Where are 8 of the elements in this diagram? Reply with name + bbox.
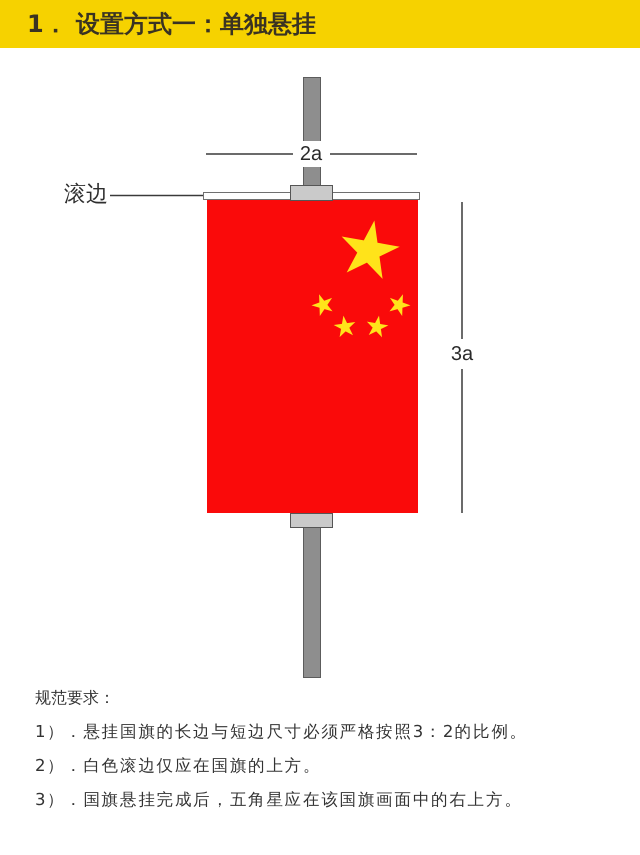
note-text: 3）．国旗悬挂完成后，五角星应在该国旗画面中的右上方。 <box>35 789 523 811</box>
note-text: 1）．悬挂国旗的长边与短边尺寸必须严格按照3：2的比例。 <box>35 721 528 743</box>
part-label: 滚边 <box>64 180 108 210</box>
title: 1． 设置方式一：单独悬挂 <box>27 9 316 40</box>
dimension-label: 2a <box>298 141 324 167</box>
leader-line <box>110 194 203 196</box>
note-text: 2）．白色滚边仅应在国旗的上方。 <box>35 755 322 777</box>
notes-heading: 规范要求： <box>35 688 115 708</box>
